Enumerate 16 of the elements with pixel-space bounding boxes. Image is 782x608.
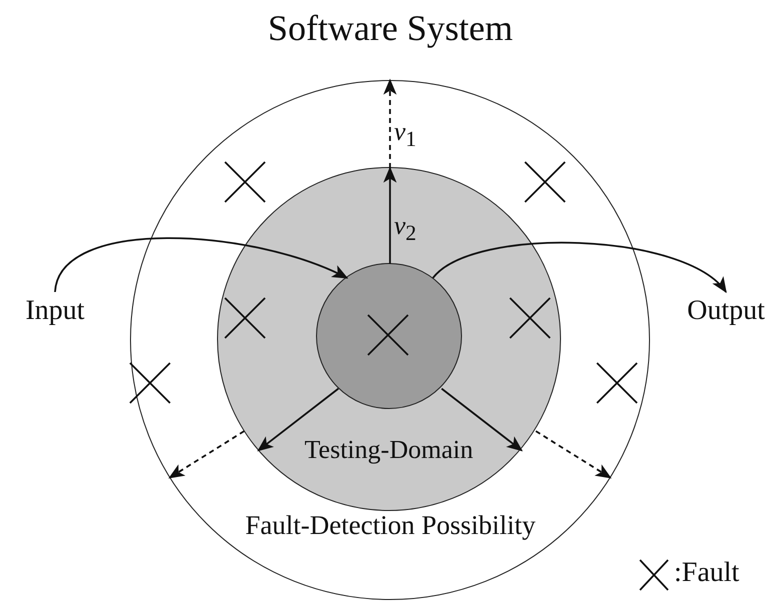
edge-label: v$_{2}$ [394,212,416,246]
arrow [54,237,348,292]
input-label: Input [10,296,100,326]
circle-label: Testing-Domain [303,436,474,464]
arrow [257,388,339,452]
edge-label: v$_{1}$ [394,118,416,152]
circle-label: Fault-Detection Possibility [244,511,537,542]
title: Software System [266,9,514,49]
arrow [383,166,397,264]
arrow [383,78,397,168]
arrow [432,242,727,293]
arrow [441,388,523,452]
output-label: Output [676,296,776,326]
legend-label: :Fault [674,558,740,589]
arrow [168,430,245,479]
arrow [535,430,612,479]
